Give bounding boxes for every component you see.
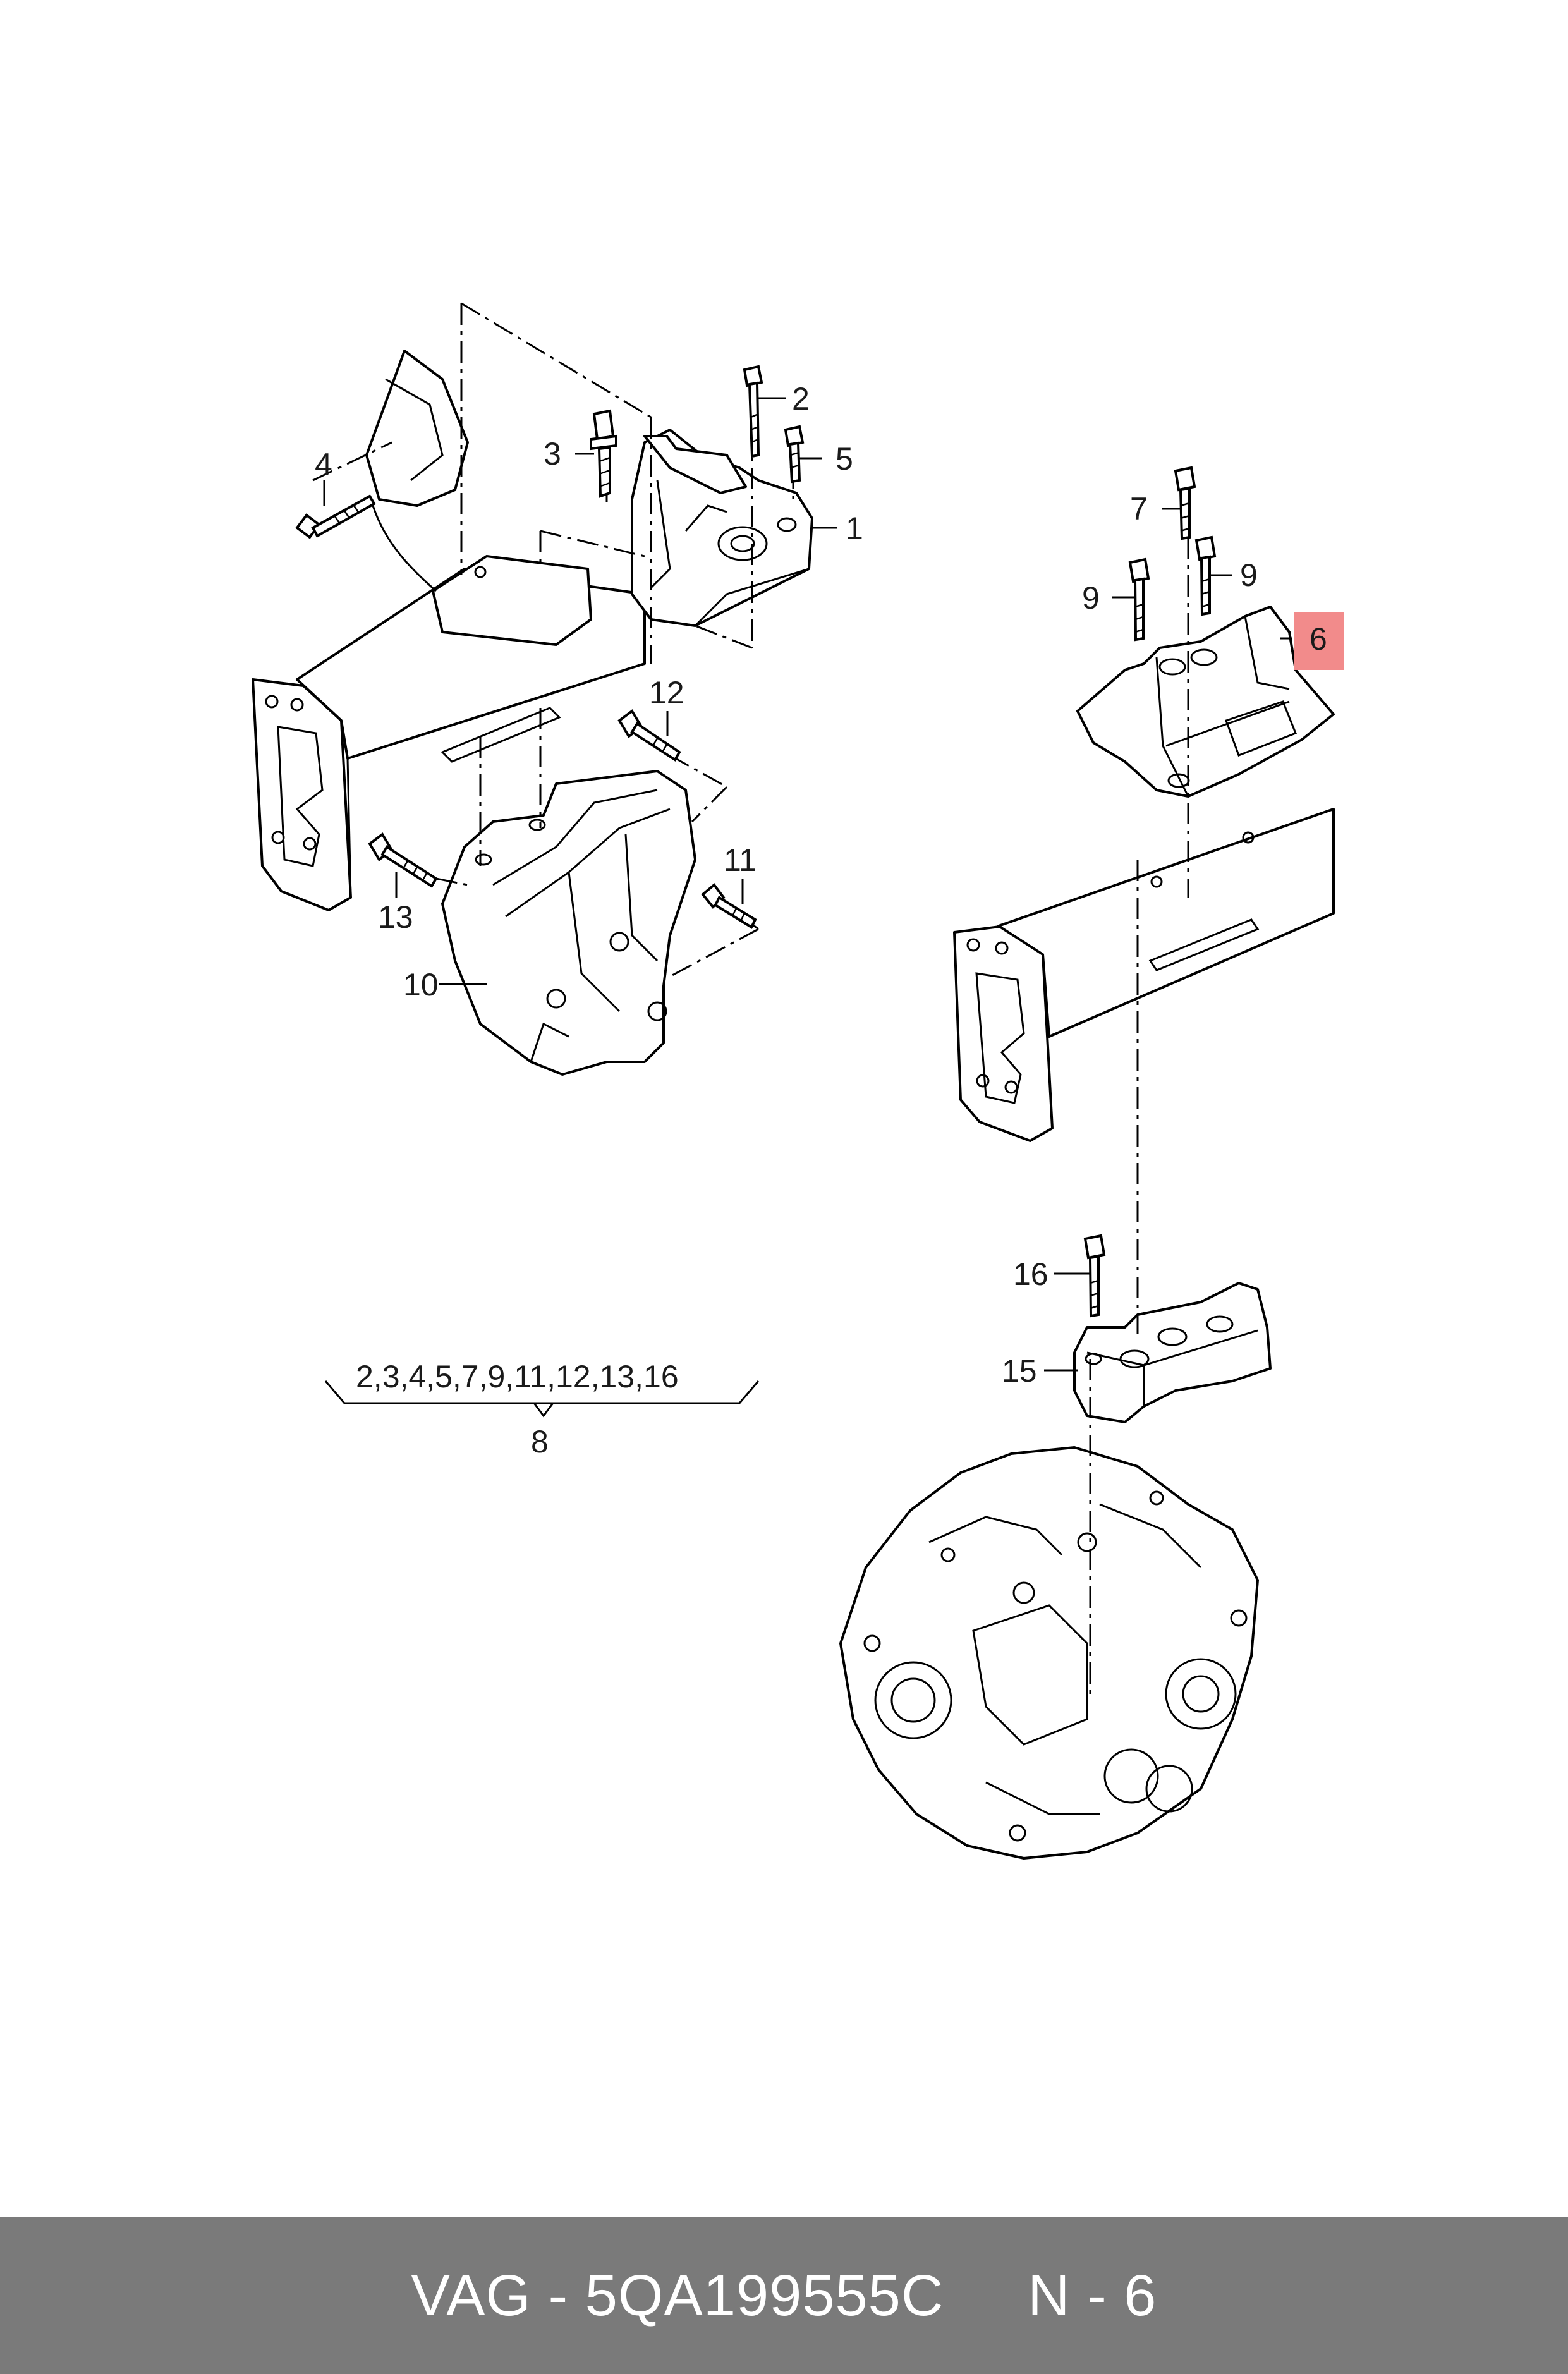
exploded-diagram: 1 2 3 4 5 6 7 9 9 10 11 12 13 15 16 2,3,… bbox=[252, 302, 1344, 1860]
engine-mount-1 bbox=[631, 429, 813, 627]
callout-12: 12 bbox=[649, 675, 684, 710]
bolt-3 bbox=[590, 409, 617, 498]
callout-9-left: 9 bbox=[1082, 580, 1100, 616]
highlight-box-6 bbox=[1294, 612, 1344, 670]
callout-10: 10 bbox=[403, 967, 439, 1002]
callout-6: 6 bbox=[1310, 621, 1327, 657]
callout-13: 13 bbox=[378, 899, 413, 935]
callout-15: 15 bbox=[1002, 1353, 1037, 1389]
bolt-4 bbox=[295, 494, 376, 539]
bolt-7 bbox=[1174, 466, 1196, 540]
kit-number-label: 8 bbox=[531, 1424, 549, 1459]
callout-5: 5 bbox=[836, 441, 853, 477]
part-number-footer: VAG - 5QA199555C N - 6 bbox=[0, 2217, 1568, 2374]
bolt-9-left bbox=[1128, 557, 1150, 642]
callout-7: 7 bbox=[1130, 491, 1148, 527]
footer-gap bbox=[944, 2263, 1028, 2329]
kit-members-label: 2,3,4,5,7,9,11,12,13,16 bbox=[356, 1359, 679, 1394]
bolt-16 bbox=[1083, 1234, 1106, 1318]
right-assembly-lines bbox=[1089, 537, 1189, 1694]
bolt-13 bbox=[368, 832, 438, 888]
callout-16: 16 bbox=[1013, 1257, 1048, 1292]
bolt-9-right bbox=[1194, 535, 1217, 616]
bolt-5 bbox=[784, 425, 805, 484]
bolt-2 bbox=[743, 365, 763, 458]
callout-2: 2 bbox=[792, 381, 810, 417]
callout-labels: 1 2 3 4 5 6 7 9 9 10 11 12 13 15 16 2,3,… bbox=[315, 381, 1327, 1459]
bolt-12 bbox=[617, 709, 681, 762]
callout-11: 11 bbox=[724, 843, 757, 878]
left-subframe-rail bbox=[252, 350, 646, 911]
bracket-10 bbox=[441, 770, 696, 1076]
leader-lines bbox=[323, 397, 1292, 1418]
callout-9-right: 9 bbox=[1240, 557, 1258, 593]
footer-brand-part: VAG - 5QA199555C bbox=[411, 2263, 944, 2328]
bolt-11 bbox=[701, 883, 757, 929]
footer-position: N - 6 bbox=[1028, 2263, 1157, 2328]
callout-3: 3 bbox=[544, 436, 561, 472]
right-subframe-rail bbox=[953, 808, 1335, 1142]
transmission-housing bbox=[839, 1446, 1259, 1860]
callout-4: 4 bbox=[315, 447, 332, 482]
transmission-bracket-15 bbox=[1073, 1282, 1272, 1423]
callout-1: 1 bbox=[846, 511, 863, 546]
